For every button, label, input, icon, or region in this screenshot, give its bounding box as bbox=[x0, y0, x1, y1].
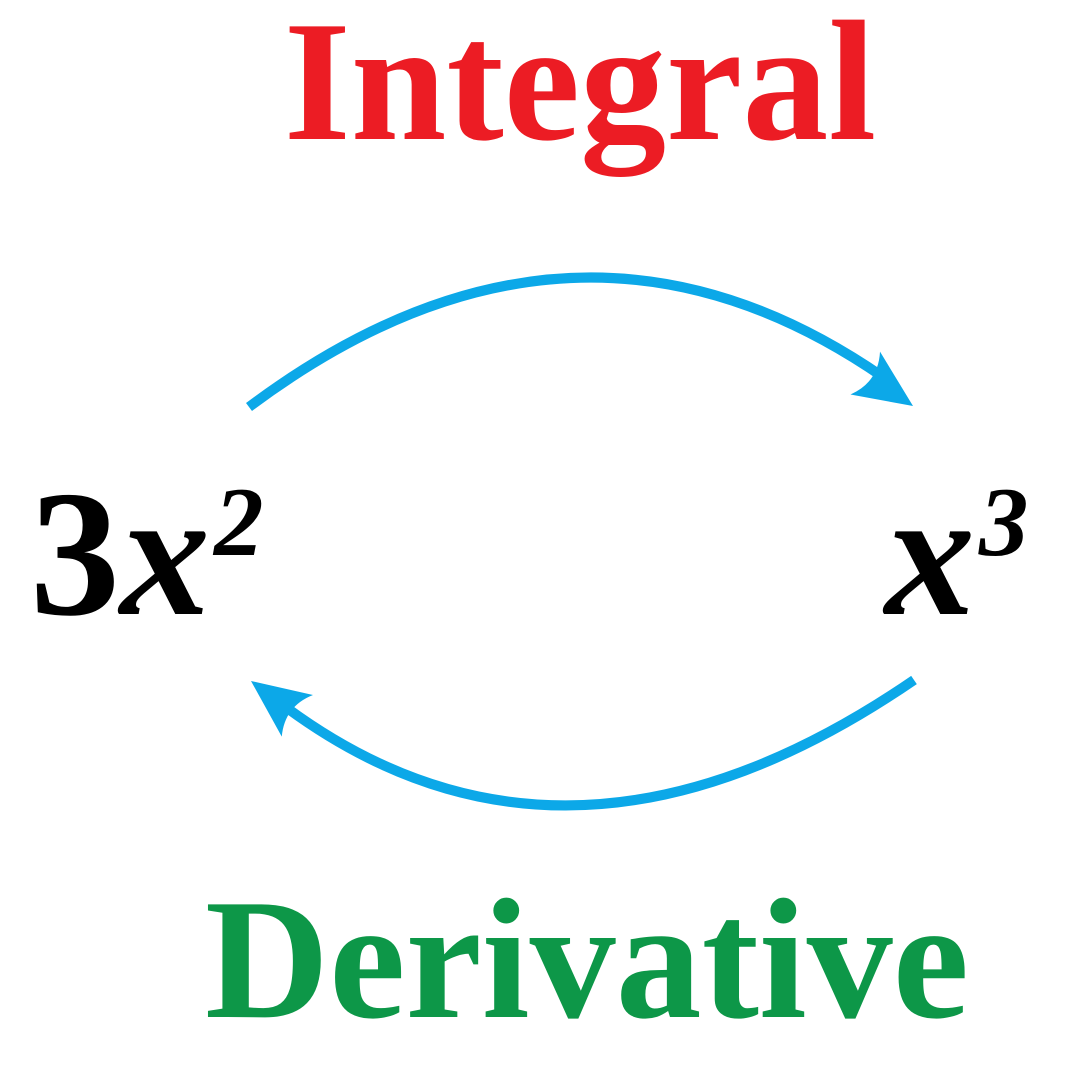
variable-text: x bbox=[885, 454, 975, 653]
exponent-text: 3 bbox=[978, 467, 1029, 577]
derivative-arrow bbox=[251, 675, 917, 811]
expression-3x2: 3x2 bbox=[30, 464, 263, 644]
derivative-arrowhead-icon bbox=[251, 681, 313, 737]
expression-x3: x3 bbox=[885, 464, 1028, 644]
variable-text: x bbox=[120, 454, 210, 653]
integral-label: Integral bbox=[283, 0, 877, 177]
derivative-arc-path bbox=[284, 675, 917, 811]
integral-arc-path bbox=[246, 272, 886, 412]
integral-arrow bbox=[246, 272, 913, 412]
exponent-text: 2 bbox=[213, 467, 264, 577]
coefficient-text: 3 bbox=[30, 454, 120, 653]
integral-arrowhead-icon bbox=[850, 351, 913, 406]
derivative-label: Derivative bbox=[204, 865, 970, 1055]
